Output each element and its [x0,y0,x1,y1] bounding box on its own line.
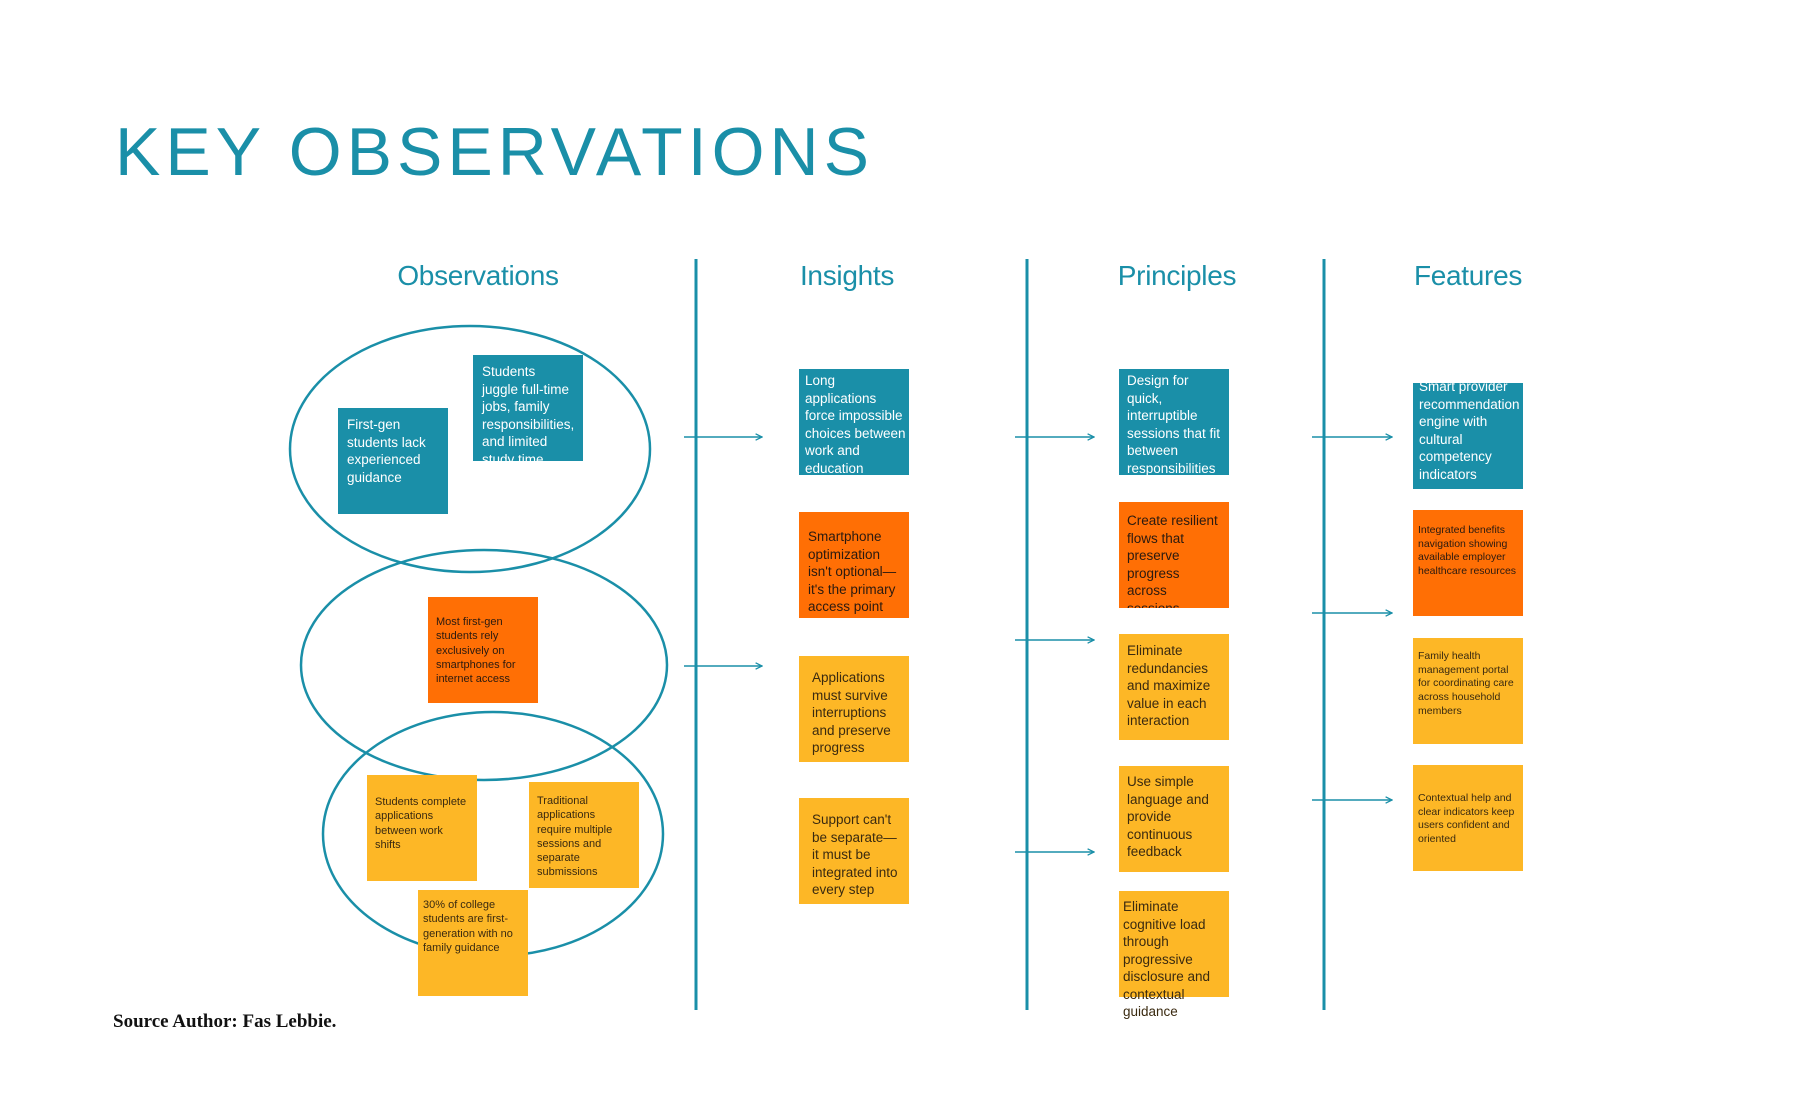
observation-note-between-shifts: Students complete applications between w… [367,775,477,881]
observation-note-multiple-sessions: Traditional applications require multipl… [529,782,639,888]
source-credit: Source Author: Fas Lebbie. [113,1011,337,1032]
insight-note-smartphone-optimization: Smartphone optimization isn't optional—i… [799,512,909,618]
principle-note-eliminate-redundancies: Eliminate redundancies and maximize valu… [1119,634,1229,740]
principle-note-text: Use simple language and provide continuo… [1127,774,1209,860]
principle-note-cognitive-load: Eliminate cognitive load through progres… [1119,891,1229,1019]
observation-note-text: First-gen students lack experienced guid… [347,417,426,485]
insight-note-survive-interruptions: Applications must survive interruptions … [799,656,909,762]
principle-note-resilient-flows: Create resilient flows that preserve pro… [1119,502,1229,608]
principles-header: Principles [1117,260,1237,291]
principle-note-text: Eliminate redundancies and maximize valu… [1127,643,1211,729]
feature-note-text: Integrated benefits navigation showing a… [1418,524,1517,577]
insight-note-long-applications: Long applications force impossible choic… [799,369,909,475]
observation-note-text: Traditional applications require multipl… [537,795,613,879]
feature-note-text: Family health management portal for coor… [1418,650,1514,717]
insight-note-text: Support can't be separate—it must be int… [812,812,898,898]
insights-header: Insights [799,260,895,291]
feature-note-contextual-help: Contextual help and clear indicators kee… [1413,765,1523,871]
principle-note-text: Create resilient flows that preserve pro… [1127,513,1218,608]
observation-note-juggle-responsibilities: Students juggle full-time jobs, family r… [473,355,583,461]
principle-note-text: Eliminate cognitive load through progres… [1123,899,1211,1020]
observation-note-text: Students complete applications between w… [375,796,467,851]
principle-note-interruptible-sessions: Design for quick, interruptible sessions… [1119,369,1229,475]
feature-note-text: Contextual help and clear indicators kee… [1418,792,1515,845]
page-title: KEY OBSERVATIONS [115,114,874,190]
observation-note-text: Most first-gen students rely exclusively… [436,616,516,686]
cluster-ellipse-top [288,324,652,574]
feature-note-text: Smart provider recommendation engine wit… [1419,383,1520,482]
observation-note-smartphones: Most first-gen students rely exclusively… [428,597,538,703]
features-header: Features [1413,260,1523,291]
observation-note-first-gen-guidance: First-gen students lack experienced guid… [338,408,448,514]
observation-note-first-generation-stat: 30% of college students are first-genera… [418,890,528,996]
insight-note-integrated-support: Support can't be separate—it must be int… [799,798,909,904]
observation-note-text: 30% of college students are first-genera… [423,899,513,954]
cluster-ellipse-middle [299,548,669,782]
feature-note-recommendation-engine: Smart provider recommendation engine wit… [1413,383,1523,489]
insight-note-text: Applications must survive interruptions … [812,670,891,756]
feature-note-benefits-navigation: Integrated benefits navigation showing a… [1413,510,1523,616]
observation-note-text: Students juggle full-time jobs, family r… [482,364,575,461]
principle-note-text: Design for quick, interruptible sessions… [1127,373,1221,475]
insight-note-text: Long applications force impossible choic… [805,373,906,475]
principle-note-simple-language: Use simple language and provide continuo… [1119,766,1229,872]
insight-note-text: Smartphone optimization isn't optional—i… [808,529,897,615]
observations-header: Observations [397,260,559,291]
feature-note-family-health-portal: Family health management portal for coor… [1413,638,1523,744]
